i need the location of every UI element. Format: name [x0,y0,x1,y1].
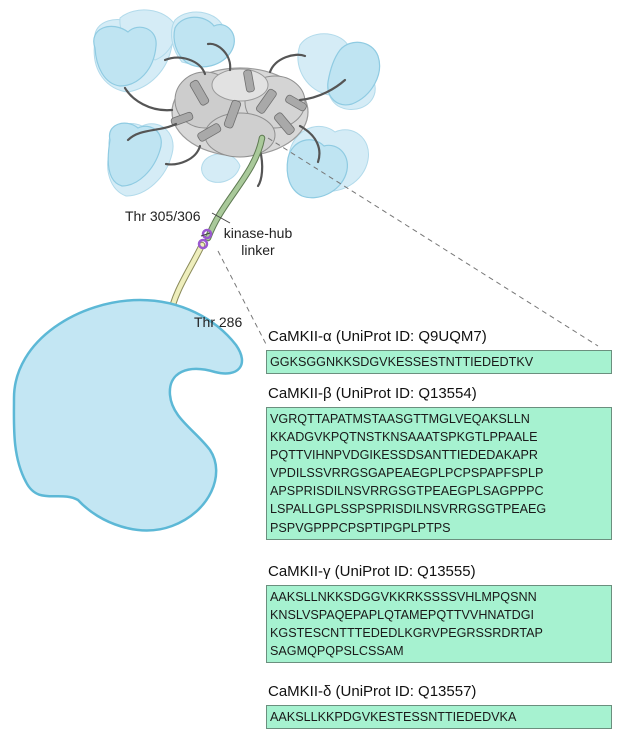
sequence-box-gamma: AAKSLLNKKSDGGVKKRKSSSSVHLMPQSNN KNSLVSPA… [266,585,612,664]
isoform-delta: CaMKII-δ (UniProt ID: Q13557) AAKSLLKKPD… [266,682,612,730]
sequence-line: VPDILSSVRRGSGAPEAEGPLPCPSPAPFSPLP [270,466,544,481]
sequence-line: KGSTESCNTTTEDEDLKGRVPEGRSSRDRTAP [270,626,543,641]
linker-label-line2: linker [241,242,275,258]
sequence-box-delta: AAKSLLKKPDGVKESTESSNTTIEDEDVKA [266,705,612,730]
isoform-beta: CaMKII-β (UniProt ID: Q13554) VGRQTTAPAT… [266,384,612,540]
sequence-line: VGRQTTAPATMSTAASGTTMGLVEQAKSLLN [270,412,530,426]
isoform-alpha-title: CaMKII-α (UniProt ID: Q9UQM7) [268,328,487,345]
isoform-alpha: CaMKII-α (UniProt ID: Q9UQM7) GGKSGGNKKS… [266,327,612,375]
sequence-line: APSPRISDILNSVRRGSGTPEAEGPLSAGPPPC [270,484,544,499]
sequence-line: AAKSLLNKKSDGGVKKRKSSSSVHLMPQSNN [270,590,537,604]
sequence-box-alpha: GGKSGGNKKSDGVKESSESTNTTIEDEDTKV [266,350,612,375]
kinase-domain-large [12,298,244,532]
isoform-beta-title: CaMKII-β (UniProt ID: Q13554) [268,385,477,402]
sequence-line: SAGMQPQPSLCSSAM [270,644,404,659]
thr286-label: Thr 286 [194,314,243,330]
isoform-delta-title: CaMKII-δ (UniProt ID: Q13557) [268,683,477,700]
isoform-gamma-title: CaMKII-γ (UniProt ID: Q13555) [268,563,476,580]
linker-label-line1: kinase-hub [223,225,293,241]
sequence-line: PSPVGPPPCPSPTIPGPLPTPS [270,520,451,535]
sequence-line: AAKSLLKKPDGVKESTESSNTTIEDEDVKA [270,710,517,724]
thr305-306-marker [197,228,213,250]
kinase-hub-linker-label: kinase-hub linker [222,225,294,259]
kinase-domains-front [93,16,381,199]
thr305-306-label: Thr 305/306 [125,208,201,224]
sequence-line: KKADGVKPQTNSTKNSAAATSPKGTLPPAALE [270,430,538,445]
sequence-line: KNSLVSPAQEPAPLQTAMEPQTTVVHNATDGI [270,608,535,623]
sequence-line: LSPALLGPLSSPSPRISDILNSVRRGSGTPEAEG [270,502,547,517]
isoform-gamma: CaMKII-γ (UniProt ID: Q13555) AAKSLLNKKS… [266,562,612,664]
sequence-line: GGKSGGNKKSDGVKESSESTNTTIEDEDTKV [270,355,534,369]
callout-dashed-lines [217,137,599,347]
sequence-box-beta: VGRQTTAPATMSTAASGTTMGLVEQAKSLLN KKADGVKP… [266,407,612,540]
sequence-line: PQTTVIHNPVDGIKESSDSANTTIEDEDAKAPR [270,448,539,463]
